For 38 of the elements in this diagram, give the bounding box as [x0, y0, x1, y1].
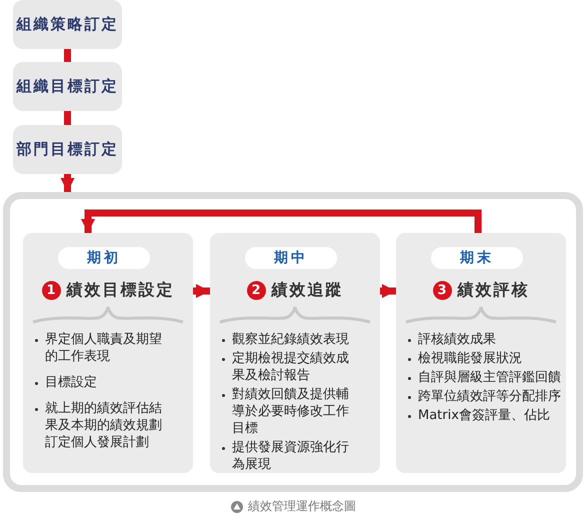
connector-line — [64, 111, 71, 125]
process-box — [13, 125, 122, 174]
bullet-item: 提供發展資源強化行為展現 — [218, 439, 350, 473]
bullet-item: 界定個人職責及期望的工作表現 — [31, 331, 163, 365]
phase-heading: 績效追蹤 — [272, 280, 344, 300]
connector-line — [64, 49, 71, 62]
phase-heading: 績效目標設定 — [66, 280, 174, 300]
step-label: 組織策略訂定 — [16, 15, 118, 34]
phase-card — [210, 233, 380, 473]
bullet-item: 跨單位績效評等分配排序 — [404, 388, 566, 405]
bullet-item: 自評與層級主管評鑑回饋 — [404, 369, 566, 386]
arrow — [193, 284, 210, 298]
cycle-panel — [3, 192, 583, 492]
arrow — [380, 284, 396, 298]
bullet-item: 目標設定 — [31, 374, 163, 391]
bullet-item: 就上期的績效評估結果及本期的績效規劃訂定個人發展計劃 — [31, 400, 163, 451]
arrow — [81, 210, 482, 233]
process-box — [13, 0, 122, 49]
phase-card — [396, 233, 566, 473]
bullet-item: 對績效回饋及提供輔導於必要時修改工作目標 — [218, 386, 350, 437]
step-label: 部門目標訂定 — [16, 140, 118, 159]
bullet-item: 定期檢視提交績效成果及檢討報告 — [218, 350, 350, 384]
figure-caption: 績效管理運作概念圖 — [248, 498, 356, 515]
bullet-item: 檢視職能發展狀況 — [404, 350, 566, 367]
step-number: 2 — [246, 280, 266, 300]
step-number: 3 — [432, 280, 452, 300]
step-label: 組織目標訂定 — [16, 77, 118, 96]
bullet-item: 觀察並紀錄績效表現 — [218, 331, 350, 348]
process-box — [13, 62, 122, 111]
arrow — [60, 174, 74, 192]
phase-heading: 績效評核 — [458, 280, 530, 300]
phase-tag: 期初 — [58, 247, 150, 269]
step-number: 1 — [42, 280, 60, 300]
phase-tag: 期中 — [245, 247, 337, 269]
bullet-item: Matrix會簽評量、佔比 — [404, 407, 566, 424]
phase-card — [23, 233, 193, 473]
bullet-item: 評核績效成果 — [404, 331, 566, 348]
phase-tag: 期末 — [431, 247, 523, 269]
